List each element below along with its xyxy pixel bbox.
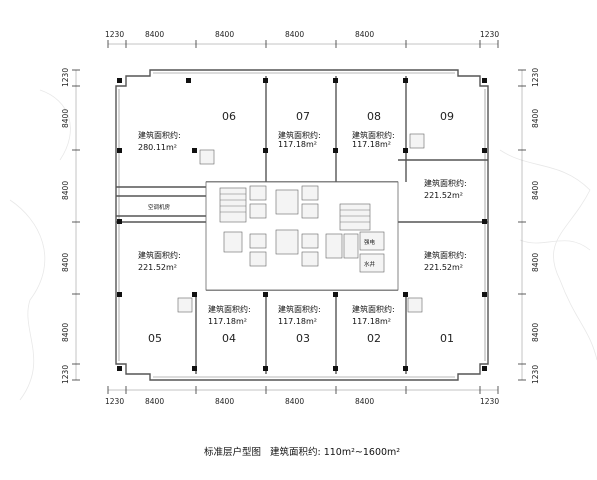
unit-01-area-label: 建筑面积约:: [424, 250, 467, 260]
unit-04-area-label: 建筑面积约:: [208, 304, 251, 314]
unit-02-area-value: 117.18m²: [352, 317, 391, 326]
dimension-lines: [72, 40, 526, 394]
unit-02-area-label: 建筑面积约:: [352, 304, 395, 314]
dim-left-1: 8400: [61, 109, 70, 128]
service-closets: [177, 133, 425, 313]
unit-09-area-label: 建筑面积约:: [424, 178, 467, 188]
dim-top-2: 8400: [215, 30, 234, 39]
unit-04-area-value: 117.18m²: [208, 317, 247, 326]
dim-right-2: 8400: [531, 181, 540, 200]
unit-09-number: 09: [440, 110, 454, 123]
plan-caption-title: 标准层户型图: [204, 446, 261, 458]
dim-left-4: 8400: [61, 323, 70, 342]
dim-bottom-2: 8400: [215, 397, 234, 406]
dim-top-3: 8400: [285, 30, 304, 39]
structural-columns: [117, 78, 487, 371]
dim-left-5: 1230: [61, 365, 70, 384]
dim-left-2: 8400: [61, 181, 70, 200]
dim-bottom-4: 8400: [355, 397, 374, 406]
dim-bottom-0: 1230: [105, 397, 124, 406]
dim-bottom-3: 8400: [285, 397, 304, 406]
dim-top-0: 1230: [105, 30, 124, 39]
dim-right-0: 1230: [531, 68, 540, 87]
unit-08-area-label: 建筑面积约:: [352, 130, 395, 140]
water-shaft-label: 水井: [364, 260, 376, 268]
dim-top-5: 1230: [480, 30, 499, 39]
unit-01-number: 01: [440, 332, 454, 345]
unit-08-number: 08: [367, 110, 381, 123]
dim-left-0: 1230: [61, 68, 70, 87]
unit-07-area-value: 117.18m²: [278, 140, 317, 149]
building-outline: [115, 69, 489, 381]
plan-caption-area: 建筑面积约: 110m²~1600m²: [270, 446, 400, 458]
building-core: [205, 181, 399, 291]
background-map-texture: [9, 89, 597, 401]
dim-bottom-5: 1230: [480, 397, 499, 406]
unit-05-area-label: 建筑面积约:: [138, 250, 181, 260]
unit-09-area-value: 221.52m²: [424, 191, 463, 200]
unit-07-area-label: 建筑面积约:: [278, 130, 321, 140]
unit-06-area-label: 建筑面积约:: [138, 130, 181, 140]
unit-07-number: 07: [296, 110, 310, 123]
unit-02-number: 02: [367, 332, 381, 345]
unit-05-area-value: 221.52m²: [138, 263, 177, 272]
unit-06-number: 06: [222, 110, 236, 123]
dim-left-3: 8400: [61, 253, 70, 272]
unit-03-area-label: 建筑面积约:: [278, 304, 321, 314]
dim-top-4: 8400: [355, 30, 374, 39]
unit-05-number: 05: [148, 332, 162, 345]
unit-03-number: 03: [296, 332, 310, 345]
dim-top-1: 8400: [145, 30, 164, 39]
unit-01-area-value: 221.52m²: [424, 263, 463, 272]
electric-room-label: 强电: [364, 238, 376, 246]
dim-right-3: 8400: [531, 253, 540, 272]
dim-right-5: 1230: [531, 365, 540, 384]
unit-04-number: 04: [222, 332, 236, 345]
ac-room-label: 空调机房: [148, 203, 171, 211]
unit-06-area-value: 280.11m²: [138, 143, 177, 152]
dim-right-4: 8400: [531, 323, 540, 342]
dim-right-1: 8400: [531, 109, 540, 128]
unit-08-area-value: 117.18m²: [352, 140, 391, 149]
dim-bottom-1: 8400: [145, 397, 164, 406]
unit-03-area-value: 117.18m²: [278, 317, 317, 326]
